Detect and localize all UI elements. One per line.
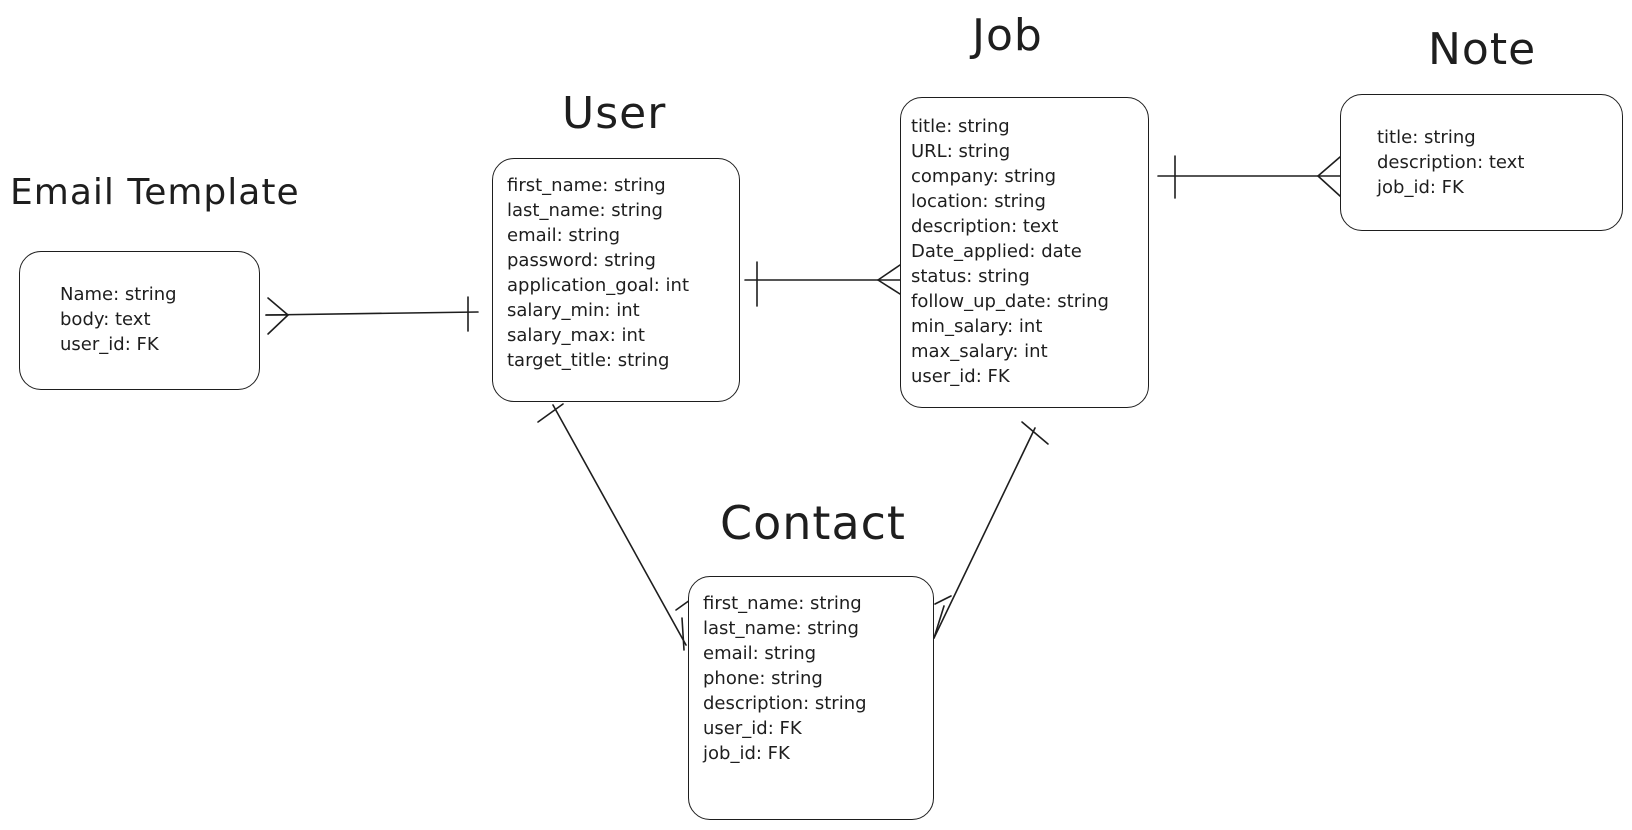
email-template-box: Name: string body: text user_id: FK xyxy=(19,251,260,390)
field: title: string xyxy=(1377,127,1476,148)
field: first_name: string xyxy=(703,593,862,614)
link-job-note xyxy=(1157,155,1341,199)
link-user-email-template xyxy=(265,296,479,335)
job-title: Job xyxy=(972,10,1043,61)
user-title: User xyxy=(562,88,667,139)
link-job-contact xyxy=(933,421,1049,639)
field: title: string xyxy=(911,116,1010,137)
field: min_salary: int xyxy=(911,316,1043,337)
field: Date_applied: date xyxy=(911,241,1082,262)
user-box: first_name: string last_name: string ema… xyxy=(492,158,740,402)
email-template-fields: Name: string body: text user_id: FK xyxy=(60,282,177,357)
user-fields: first_name: string last_name: string ema… xyxy=(507,173,689,373)
field: follow_up_date: string xyxy=(911,291,1109,312)
field: email: string xyxy=(703,643,817,664)
field: URL: string xyxy=(911,141,1011,162)
field: max_salary: int xyxy=(911,341,1048,362)
field: description: text xyxy=(1377,152,1525,173)
contact-fields: first_name: string last_name: string ema… xyxy=(703,591,867,766)
field: job_id: FK xyxy=(1377,177,1464,198)
field: description: string xyxy=(703,693,867,714)
contact-title: Contact xyxy=(720,496,906,550)
contact-box: first_name: string last_name: string ema… xyxy=(688,576,934,820)
field: user_id: FK xyxy=(60,334,159,355)
field: last_name: string xyxy=(507,200,663,221)
field: job_id: FK xyxy=(703,743,790,764)
field: first_name: string xyxy=(507,175,666,196)
field: application_goal: int xyxy=(507,275,690,296)
field: email: string xyxy=(507,225,621,246)
email-template-title: Email Template xyxy=(10,172,300,213)
field: password: string xyxy=(507,250,656,271)
field: company: string xyxy=(911,166,1057,187)
field: phone: string xyxy=(703,668,823,689)
field: body: text xyxy=(60,309,151,330)
field: user_id: FK xyxy=(703,718,802,739)
job-fields: title: string URL: string company: strin… xyxy=(911,114,1109,389)
field: location: string xyxy=(911,191,1046,212)
field: description: text xyxy=(911,216,1059,237)
field: user_id: FK xyxy=(911,366,1010,387)
link-user-contact xyxy=(537,403,691,651)
field: last_name: string xyxy=(703,618,859,639)
note-fields: title: string description: text job_id: … xyxy=(1377,125,1524,200)
job-box: title: string URL: string company: strin… xyxy=(900,97,1149,408)
link-user-job xyxy=(744,261,901,307)
field: status: string xyxy=(911,266,1030,287)
field: Name: string xyxy=(60,284,177,305)
field: salary_min: int xyxy=(507,300,640,321)
field: salary_max: int xyxy=(507,325,645,346)
field: target_title: string xyxy=(507,350,670,371)
note-title: Note xyxy=(1428,24,1537,75)
note-box: title: string description: text job_id: … xyxy=(1340,94,1623,231)
